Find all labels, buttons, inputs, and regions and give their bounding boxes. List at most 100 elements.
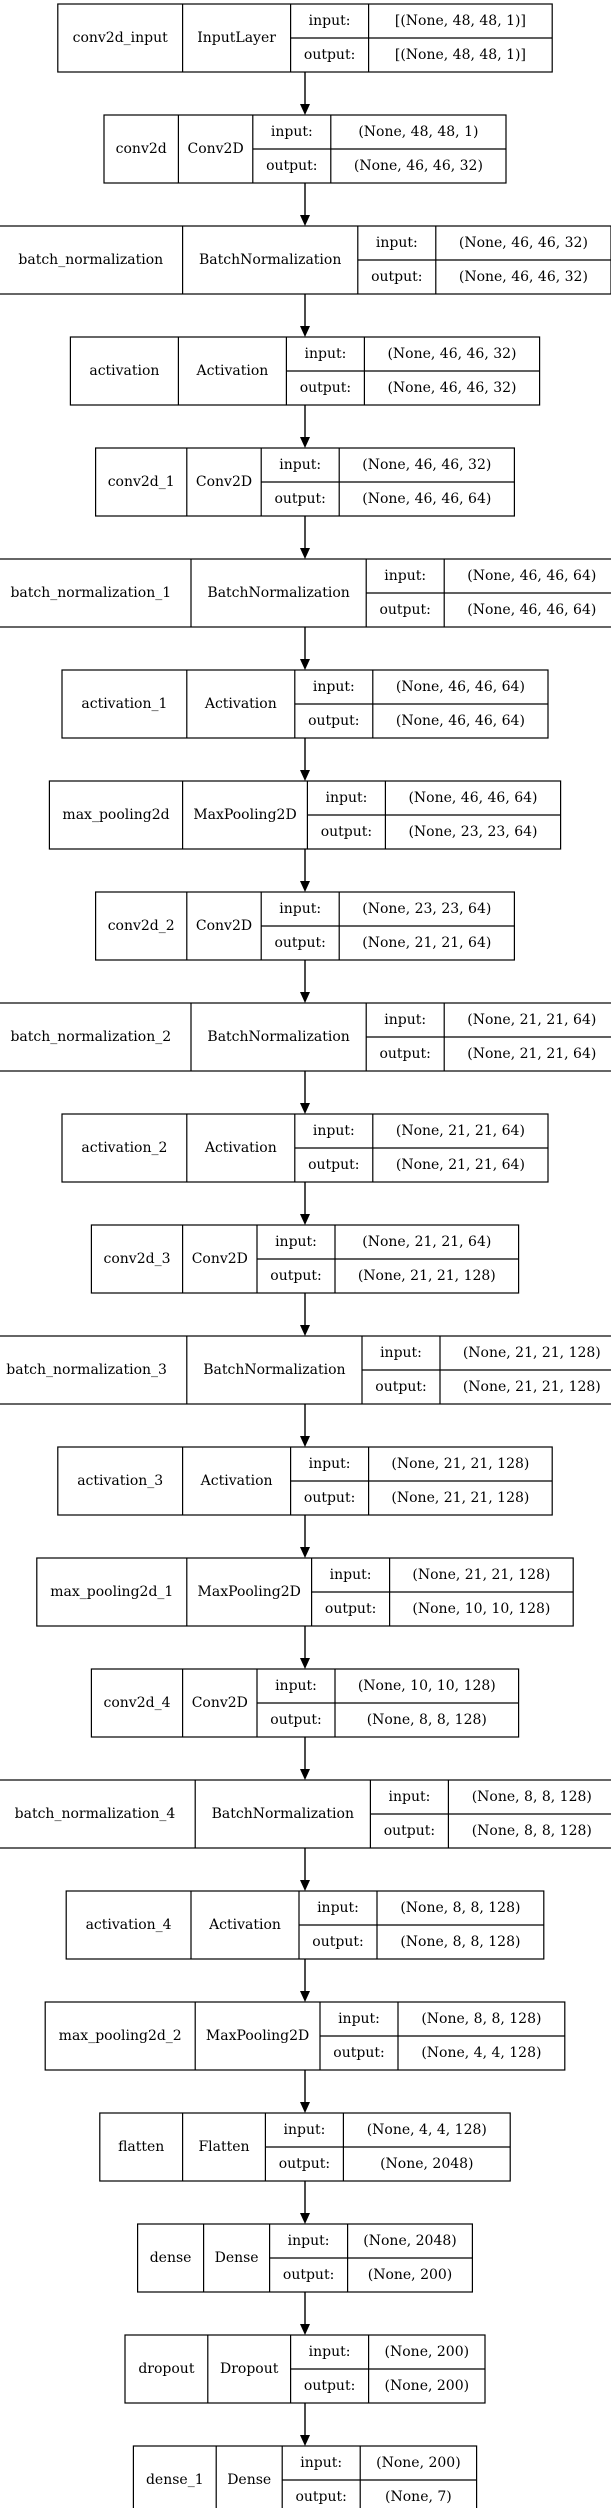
arrowhead <box>300 1103 310 1114</box>
output-label: output: <box>304 2378 355 2394</box>
output-label: output: <box>375 1379 426 1395</box>
output-shape: (None, 21, 21, 64) <box>362 935 491 951</box>
output-label: output: <box>270 1712 321 1728</box>
layer-name: dense <box>150 2250 192 2266</box>
edge-arrow <box>300 1293 310 1336</box>
arrowhead <box>300 2324 310 2335</box>
output-label: output: <box>283 2267 334 2283</box>
layer-name: activation_4 <box>86 1917 172 1933</box>
input-label: input: <box>279 901 321 917</box>
output-label: output: <box>321 824 372 840</box>
output-shape: (None, 21, 21, 128) <box>391 1490 529 1506</box>
input-label: input: <box>304 346 346 362</box>
layer-node-batch_normalization_4: batch_normalization_4 BatchNormalization i… <box>0 1779 611 1849</box>
input-shape: (None, 46, 46, 64) <box>467 568 596 584</box>
layer-name: batch_normalization <box>18 252 163 268</box>
input-label: input: <box>380 1345 422 1361</box>
arrowhead <box>300 1880 310 1891</box>
edge-arrow <box>300 627 310 670</box>
layer-type: Activation <box>200 1473 273 1489</box>
output-shape: (None, 46, 46, 64) <box>467 602 596 618</box>
output-label: output: <box>384 1823 435 1839</box>
layer-name: batch_normalization_1 <box>10 585 171 601</box>
input-label: input: <box>388 1789 430 1805</box>
layer-type: Activation <box>195 363 268 379</box>
arrowhead <box>300 659 310 670</box>
layer-name: activation_2 <box>81 1140 167 1156</box>
arrowhead <box>300 992 310 1003</box>
output-label: output: <box>371 269 422 285</box>
edge-arrow <box>300 1182 310 1225</box>
output-shape: (None, 10, 10, 128) <box>412 1601 550 1617</box>
layer-node-activation: activation Activation input: output: (None, … <box>69 336 541 406</box>
arrowhead <box>300 215 310 226</box>
input-label: input: <box>309 1456 351 1472</box>
layer-type: Dense <box>227 2472 271 2488</box>
arrowhead <box>300 770 310 781</box>
edge-arrow <box>300 738 310 781</box>
output-shape: (None, 46, 46, 32) <box>459 269 588 285</box>
layer-type: BatchNormalization <box>212 1806 354 1822</box>
input-shape: (None, 21, 21, 64) <box>467 1012 596 1028</box>
layer-name: activation <box>89 363 159 379</box>
output-shape: (None, 21, 21, 128) <box>463 1379 601 1395</box>
arrowhead <box>300 104 310 115</box>
arrowhead <box>300 2213 310 2224</box>
output-shape: (None, 8, 8, 128) <box>400 1934 520 1950</box>
input-shape: (None, 46, 46, 32) <box>362 457 491 473</box>
input-shape: (None, 46, 46, 32) <box>387 346 516 362</box>
input-label: input: <box>313 1123 355 1139</box>
layer-name: conv2d <box>116 141 167 157</box>
edge-arrow <box>300 2070 310 2113</box>
edge-arrow <box>300 1071 310 1114</box>
input-label: input: <box>325 790 367 806</box>
input-shape: (None, 21, 21, 128) <box>412 1567 550 1583</box>
output-label: output: <box>300 380 351 396</box>
output-shape: (None, 46, 46, 64) <box>362 491 491 507</box>
output-shape: [(None, 48, 48, 1)] <box>395 47 526 63</box>
output-shape: (None, 8, 8, 128) <box>472 1823 592 1839</box>
layer-type: MaxPooling2D <box>206 2028 309 2044</box>
output-label: output: <box>308 713 359 729</box>
arrowhead <box>300 437 310 448</box>
arrowhead <box>300 1658 310 1669</box>
edge-arrow <box>300 2181 310 2224</box>
edge-arrow <box>300 72 310 115</box>
arrowhead <box>300 1769 310 1780</box>
output-shape: (None, 46, 46, 32) <box>354 158 483 174</box>
input-shape: (None, 46, 46, 32) <box>459 235 588 251</box>
edge-arrow <box>300 1626 310 1669</box>
arrowhead <box>300 1214 310 1225</box>
input-shape: [(None, 48, 48, 1)] <box>395 13 526 29</box>
edge-arrow <box>300 849 310 892</box>
layer-type: Conv2D <box>187 141 243 157</box>
layer-name: batch_normalization_4 <box>15 1806 176 1822</box>
input-shape: (None, 8, 8, 128) <box>472 1789 592 1805</box>
input-label: input: <box>384 1012 426 1028</box>
input-shape: (None, 200) <box>385 2344 470 2360</box>
layer-type: InputLayer <box>197 30 276 46</box>
layer-name: activation_1 <box>81 696 167 712</box>
layer-name: max_pooling2d <box>62 807 169 823</box>
input-shape: (None, 200) <box>376 2455 461 2471</box>
output-label: output: <box>279 2156 330 2172</box>
input-label: input: <box>338 2011 380 2027</box>
input-label: input: <box>330 1567 372 1583</box>
layer-type: BatchNormalization <box>203 1362 345 1378</box>
layer-type: Dense <box>215 2250 259 2266</box>
layer-type: Activation <box>204 1140 277 1156</box>
layer-type: Conv2D <box>196 474 252 490</box>
layer-name: conv2d_4 <box>104 1695 171 1711</box>
